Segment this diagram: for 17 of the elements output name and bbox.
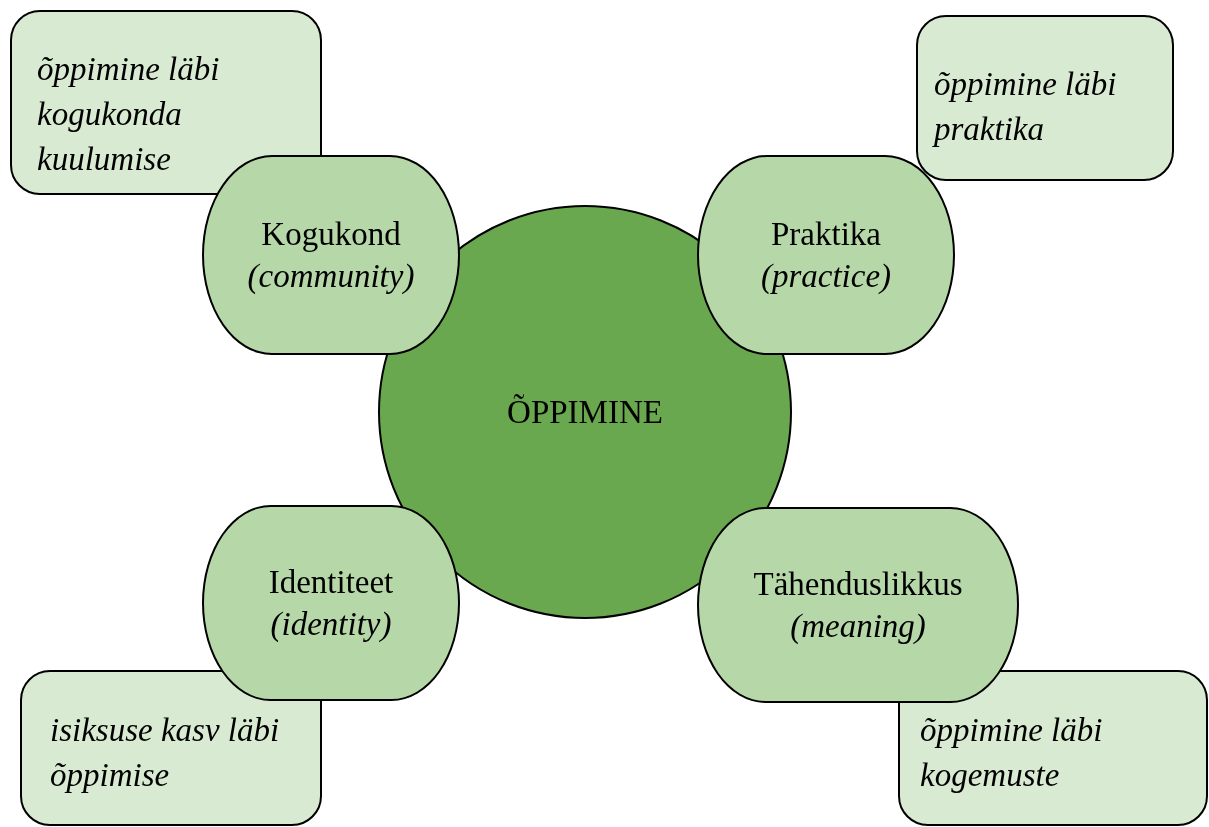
concept-label: Tähenduslikkus (753, 565, 963, 604)
concept-translation: (practice) (760, 257, 892, 296)
note-box (20, 670, 322, 826)
note-box (10, 10, 322, 195)
center-label: ÕPPIMINE (507, 393, 663, 431)
concept-translation: (meaning) (790, 607, 926, 646)
note-text: õppimine läbi kogemuste (920, 711, 1104, 795)
note-text: isiksuse kasv läbi õppimise (50, 711, 281, 795)
note-text: õppimine läbi kogukonda kuulumise (37, 50, 221, 179)
note-box (898, 670, 1208, 826)
concept-label: Kogukond (261, 215, 401, 254)
concept-label: Praktika (771, 215, 881, 254)
note-box (916, 15, 1174, 181)
note-text: õppimine läbi praktika (934, 65, 1118, 149)
concept-translation: (identity) (270, 605, 392, 644)
concept-label: Identiteet (268, 563, 394, 602)
concept-translation: (community) (247, 257, 415, 296)
